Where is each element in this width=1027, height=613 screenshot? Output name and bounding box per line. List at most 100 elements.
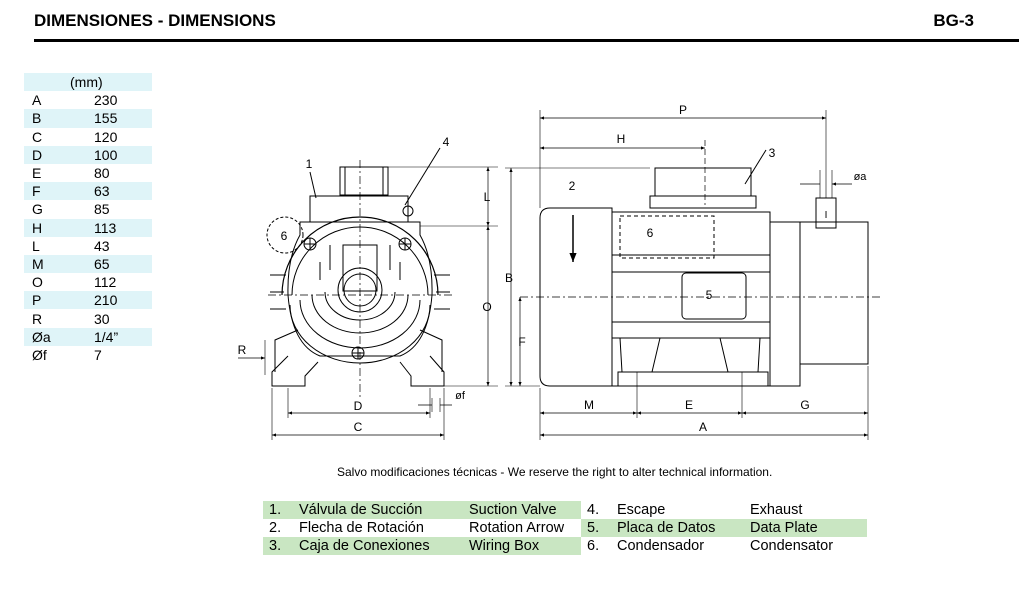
dimensions-header-row: (mm) (24, 73, 152, 92)
side-view (505, 110, 880, 440)
parts-legend: 1. Válvula de Succión Suction Valve 4. E… (263, 501, 867, 555)
dimension-key: E (32, 165, 42, 182)
callout-4: 4 (443, 135, 450, 149)
dimension-value: 155 (94, 109, 152, 128)
dimension-value: 85 (94, 201, 110, 218)
dim-label-oa: øa (854, 171, 868, 183)
dimension-value: 100 (94, 145, 152, 164)
dimension-row: L 43 (24, 237, 152, 255)
dim-label-f: øf (455, 390, 466, 402)
dimension-row: G 85 (24, 200, 152, 218)
dim-label-o: O (482, 300, 491, 314)
technical-note: Salvo modificaciones técnicas - We reser… (337, 465, 773, 479)
pump-dimension-drawing: D C R O L øf 1 4 6 (238, 103, 880, 440)
legend-num: 4. (587, 502, 600, 518)
dim-label-g: G (800, 398, 809, 412)
dim-label-h: H (617, 132, 626, 146)
dimension-value: 1/4” (94, 327, 152, 346)
legend-es: Válvula de Succión (293, 501, 463, 519)
callout-5: 5 (706, 288, 713, 302)
legend-es: Escape (617, 502, 666, 518)
front-view (238, 147, 498, 440)
dimension-value: 230 (94, 92, 118, 109)
dimension-key: R (32, 310, 43, 327)
dimension-key: H (24, 218, 94, 237)
legend-en: Condensator (750, 538, 834, 554)
dimension-value: 112 (94, 274, 117, 291)
dimension-row: Øf 7 (24, 346, 152, 364)
title-rule (34, 39, 1019, 42)
dimension-key: B (24, 109, 94, 128)
dim-label-f-side: F (518, 335, 525, 349)
dimension-key: A (32, 92, 42, 109)
dimension-value: 65 (94, 254, 152, 274)
legend-row: 3. Caja de Conexiones Wiring Box 6. Cond… (263, 537, 867, 555)
legend-en: Suction Valve (463, 501, 581, 519)
dim-label-b: B (505, 271, 513, 285)
dimension-value: 210 (94, 291, 152, 310)
legend-en: Rotation Arrow (469, 520, 565, 536)
dimension-key: G (32, 201, 43, 218)
legend-row: 2. Flecha de Rotación Rotation Arrow 5. … (263, 519, 867, 537)
legend-en: Data Plate (744, 519, 867, 537)
dim-label-c: C (354, 420, 363, 434)
dimension-key: D (24, 145, 94, 164)
dim-label-l: L (484, 190, 491, 204)
legend-es: Condensador (617, 538, 705, 554)
dimension-value: 30 (94, 310, 110, 327)
legend-row: 1. Válvula de Succión Suction Valve 4. E… (263, 501, 867, 519)
legend-en: Wiring Box (463, 537, 581, 555)
dim-label-e: E (685, 398, 693, 412)
model-code: BG-3 (933, 11, 974, 30)
page-title: DIMENSIONES - DIMENSIONS (34, 11, 276, 30)
dimension-key: L (32, 237, 40, 254)
legend-num: 2. (269, 520, 282, 536)
dimension-row: A 230 (24, 91, 152, 109)
dim-label-p: P (679, 103, 687, 117)
dim-label-r: R (238, 343, 247, 357)
callout-3: 3 (769, 146, 776, 160)
dimension-row: O 112 (24, 273, 152, 291)
callout-6-side: 6 (647, 226, 654, 240)
dimension-row: E 80 (24, 164, 152, 182)
dimension-value: 7 (94, 346, 102, 363)
dimension-value: 63 (94, 182, 152, 201)
dimension-key: M (24, 254, 94, 274)
legend-en: Exhaust (750, 502, 803, 518)
front-view-labels: D C R O L øf 1 4 6 (238, 135, 492, 434)
unit-label: (mm) (24, 73, 152, 92)
dim-label-m: M (584, 398, 594, 412)
dimension-value: 120 (94, 128, 118, 145)
callout-6-front: 6 (281, 229, 288, 243)
legend-es: Flecha de Rotación (299, 520, 424, 536)
dimension-key: O (32, 274, 43, 291)
dimension-key: P (24, 291, 94, 310)
callout-1: 1 (306, 157, 313, 171)
legend-num: 3. (263, 537, 293, 555)
legend-es: Caja de Conexiones (293, 537, 463, 555)
dim-label-i: I (825, 210, 828, 221)
dimension-row: R 30 (24, 309, 152, 327)
side-view-labels: P H B F M E G A øa I 2 3 5 6 (505, 103, 867, 434)
dimension-key: Øa (24, 327, 94, 346)
legend-num: 5. (581, 519, 611, 537)
legend-es: Placa de Datos (611, 519, 744, 537)
legend-num: 1. (263, 501, 293, 519)
dim-label-d: D (354, 399, 363, 413)
dimension-value: 80 (94, 165, 110, 182)
dim-label-a: A (699, 420, 707, 434)
dimension-key: Øf (32, 346, 47, 363)
dimension-value: 113 (94, 218, 152, 237)
dimension-key: F (24, 182, 94, 201)
legend-num: 6. (587, 538, 600, 554)
dimension-value: 43 (94, 237, 110, 254)
callout-2: 2 (569, 179, 576, 193)
